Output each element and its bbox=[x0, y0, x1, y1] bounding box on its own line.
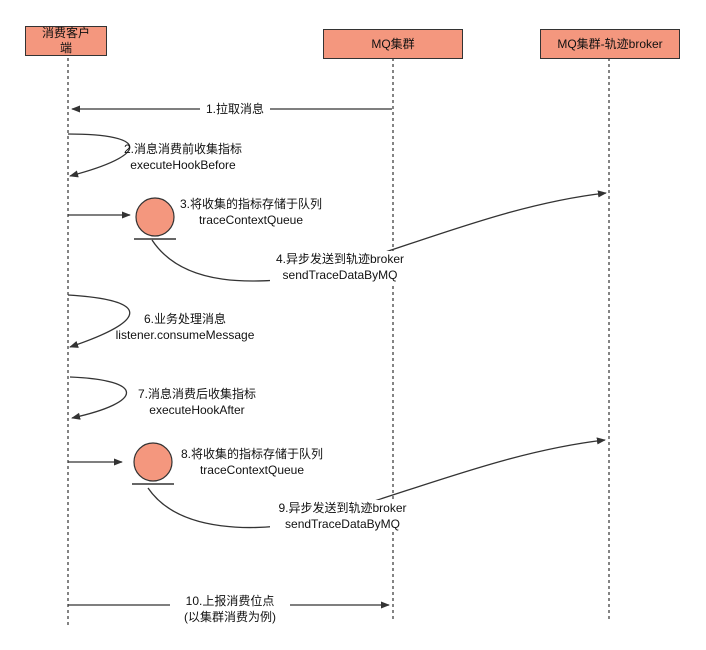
message-3-code: traceContextQueue bbox=[198, 213, 304, 227]
message-label-8: 8.将收集的指标存储于队列 traceContextQueue bbox=[167, 446, 337, 478]
message-4-code: sendTraceDataByMQ bbox=[282, 268, 398, 282]
message-label-4: 4.异步发送到轨迹broker sendTraceDataByMQ bbox=[270, 251, 410, 283]
message-label-7: 7.消息消费后收集指标 executeHookAfter bbox=[122, 386, 272, 418]
message-9-code: sendTraceDataByMQ bbox=[285, 517, 400, 531]
arrow-7-self-loop bbox=[69, 376, 128, 420]
arrow-6-self-loop bbox=[67, 294, 131, 348]
message-2-code: executeHookBefore bbox=[130, 158, 236, 172]
actor-client: 消费客户端 bbox=[25, 26, 107, 56]
message-10-text: 10.上报消费位点 bbox=[185, 594, 275, 608]
actor-trace-broker-label: MQ集群-轨迹broker bbox=[557, 36, 663, 51]
message-3-text: 3.将收集的指标存储于队列 bbox=[179, 197, 322, 211]
actor-trace-broker: MQ集群-轨迹broker bbox=[540, 29, 680, 59]
actor-mq: MQ集群 bbox=[323, 29, 463, 59]
message-1-text: 1.拉取消息 bbox=[205, 102, 264, 116]
message-6-code: listener.consumeMessage bbox=[115, 328, 255, 342]
message-7-code: executeHookAfter bbox=[149, 403, 245, 417]
message-9-text: 9.异步发送到轨迹broker bbox=[278, 501, 407, 515]
message-label-6: 6.业务处理消息 listener.consumeMessage bbox=[115, 311, 255, 343]
message-8-code: traceContextQueue bbox=[199, 463, 305, 477]
message-label-1: 1.拉取消息 bbox=[200, 101, 270, 117]
message-10-note: (以集群消费为例) bbox=[184, 610, 276, 624]
actor-client-label: 消费客户端 bbox=[41, 26, 90, 55]
message-label-3: 3.将收集的指标存储于队列 traceContextQueue bbox=[166, 196, 336, 228]
message-7-text: 7.消息消费后收集指标 bbox=[137, 387, 256, 401]
message-8-text: 8.将收集的指标存储于队列 bbox=[180, 447, 323, 461]
message-6-text: 6.业务处理消息 bbox=[143, 312, 226, 326]
actor-mq-label: MQ集群 bbox=[371, 36, 415, 51]
queue-circle-1 bbox=[135, 197, 175, 237]
message-label-2: 2.消息消费前收集指标 executeHookBefore bbox=[108, 141, 258, 173]
queue-circle-2 bbox=[133, 442, 173, 482]
message-2-text: 2.消息消费前收集指标 bbox=[123, 142, 242, 156]
message-4-text: 4.异步发送到轨迹broker bbox=[275, 252, 405, 266]
message-label-9: 9.异步发送到轨迹broker sendTraceDataByMQ bbox=[270, 500, 415, 532]
message-label-10: 10.上报消费位点 (以集群消费为例) bbox=[170, 593, 290, 625]
arrow-2-self-loop bbox=[67, 133, 131, 178]
